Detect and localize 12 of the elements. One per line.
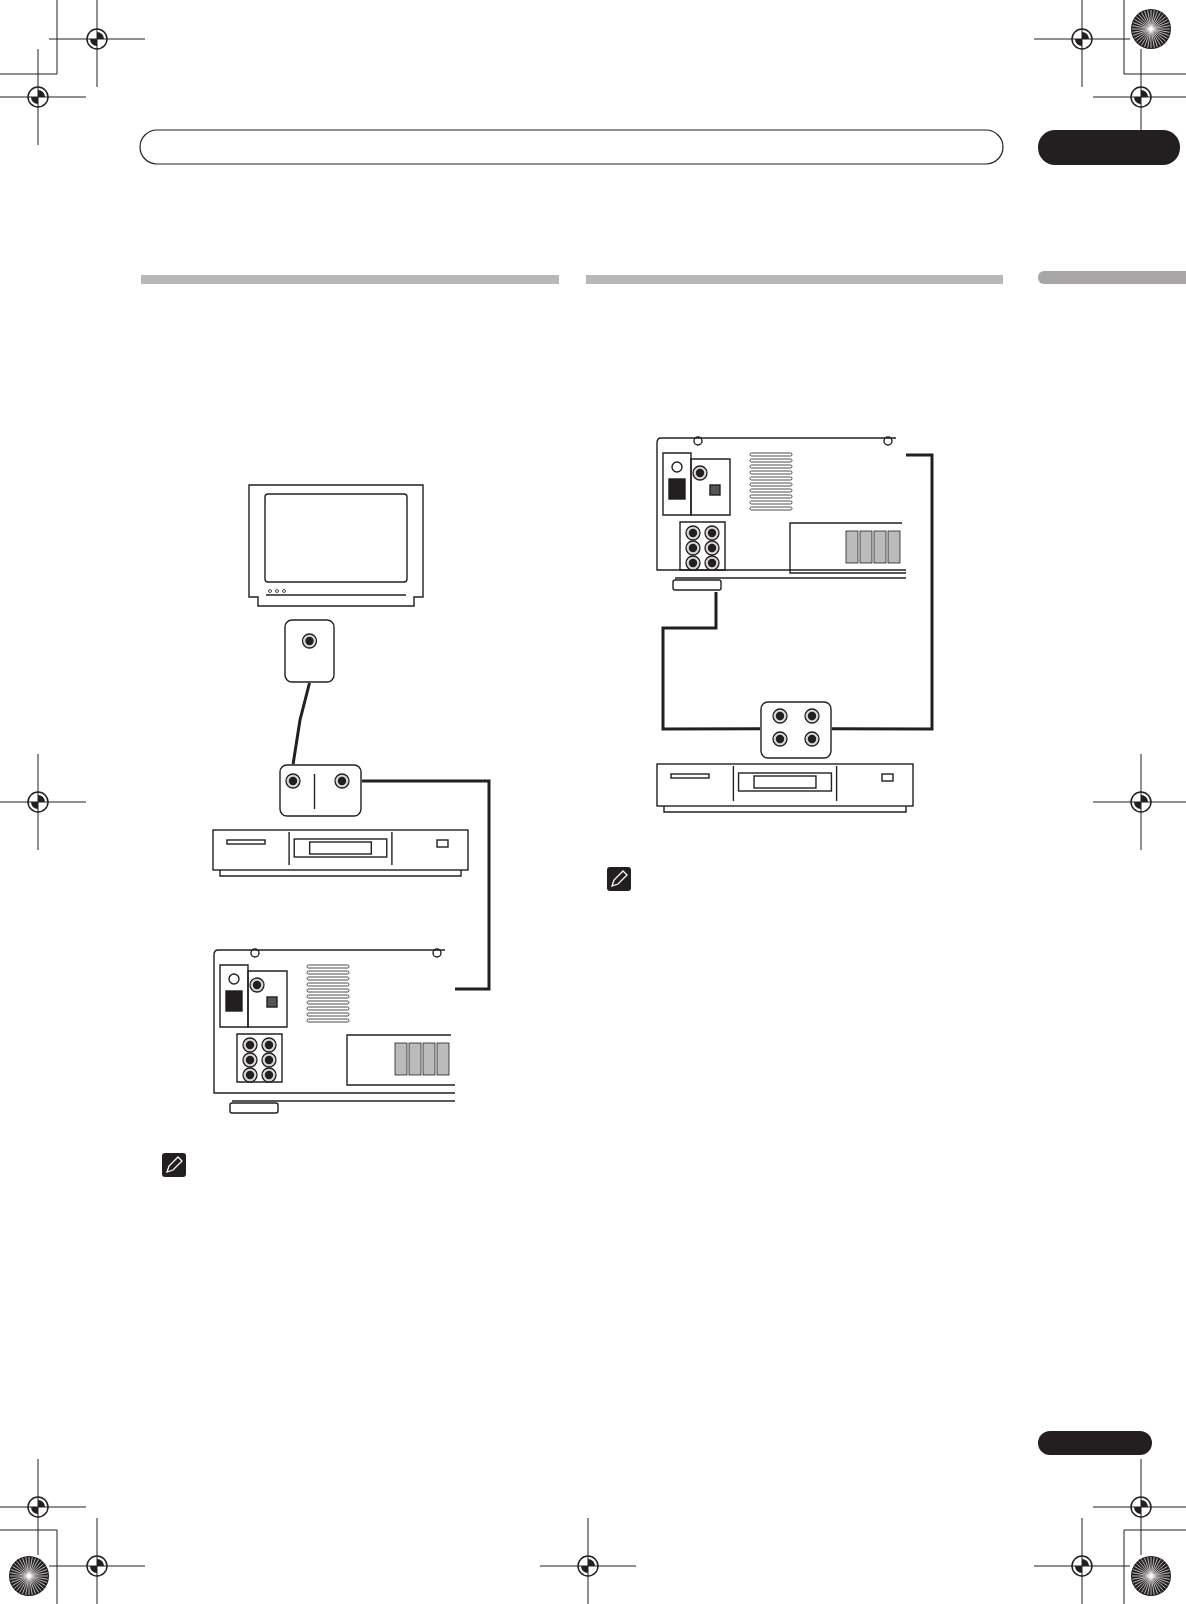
cable [291,682,311,765]
vcr-drawing [212,829,469,877]
cable [661,592,760,731]
tv-drawing [248,484,424,607]
vcr-drawing [656,763,914,813]
cable [832,453,934,731]
jack-panel [284,619,335,683]
cable [362,779,491,991]
jack-panel [760,701,832,759]
receiver-drawing [655,435,906,592]
jack-panel [279,764,362,817]
receiver-drawing [212,947,455,1115]
